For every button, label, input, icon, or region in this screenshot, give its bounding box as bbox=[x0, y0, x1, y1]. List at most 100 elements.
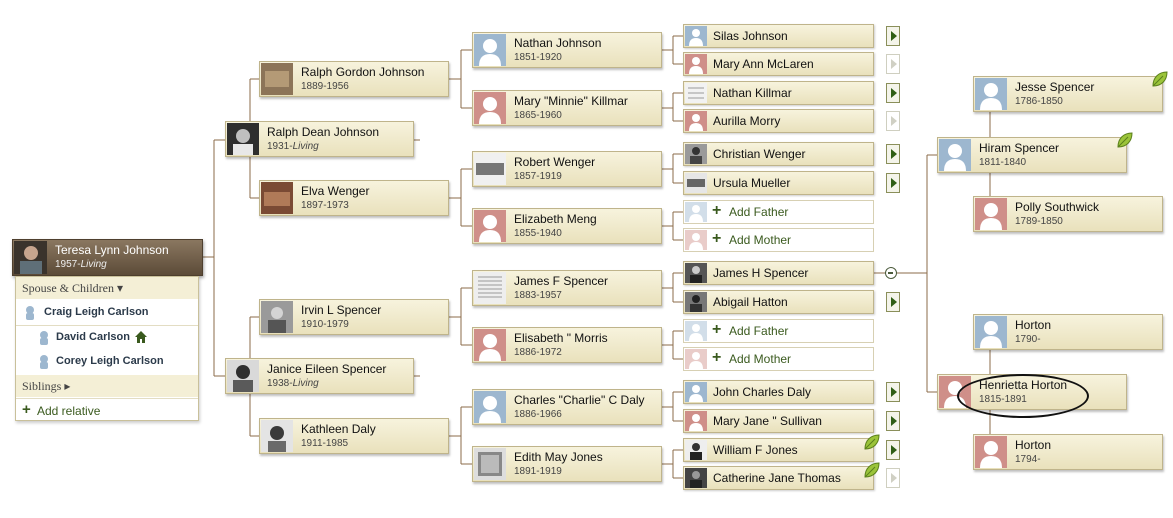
person-dates: 1790- bbox=[1015, 334, 1041, 345]
person-card[interactable]: Ralph Dean Johnson 1931-Living bbox=[225, 121, 414, 157]
person-card[interactable]: Robert Wenger 1857-1919 bbox=[472, 151, 662, 187]
expand-arrow-button[interactable] bbox=[886, 292, 900, 312]
person-card[interactable]: Irvin L Spencer 1910-1979 bbox=[259, 299, 449, 335]
male-silhouette-icon bbox=[38, 354, 50, 369]
person-card[interactable]: Nathan Johnson 1851-1920 bbox=[472, 32, 662, 68]
root-person-card[interactable]: Teresa Lynn Johnson 1957-Living bbox=[12, 239, 203, 276]
person-card[interactable]: Elisabeth " Morris 1886-1972 bbox=[472, 327, 662, 363]
document-thumbnail bbox=[474, 272, 506, 304]
person-name: Mary "Minnie" Killmar bbox=[514, 94, 628, 108]
person-photo bbox=[685, 173, 707, 193]
person-card-small[interactable]: Christian Wenger bbox=[683, 142, 874, 166]
expand-arrow-button[interactable] bbox=[886, 411, 900, 431]
expand-arrow-button[interactable] bbox=[886, 111, 900, 131]
person-card-small[interactable]: Catherine Jane Thomas bbox=[683, 466, 874, 490]
person-card-small[interactable]: Abigail Hatton bbox=[683, 290, 874, 314]
person-name: Polly Southwick bbox=[1015, 200, 1100, 214]
child-row[interactable]: Corey Leigh Carlson bbox=[16, 350, 198, 374]
expand-arrow-button[interactable] bbox=[886, 382, 900, 402]
siblings-toggle[interactable]: Siblings ▸ bbox=[16, 375, 198, 397]
hint-leaf-icon[interactable] bbox=[1115, 130, 1135, 150]
person-card-small[interactable]: Silas Johnson bbox=[683, 24, 874, 48]
person-dates: 1897-1973 bbox=[301, 200, 349, 211]
expand-arrow-button[interactable] bbox=[886, 144, 900, 164]
person-photo bbox=[261, 182, 293, 214]
plus-icon: + bbox=[712, 321, 722, 338]
expand-arrow-button[interactable] bbox=[886, 440, 900, 460]
add-father-button[interactable]: + Add Father bbox=[683, 319, 874, 343]
plus-icon: + bbox=[712, 349, 722, 366]
person-card-small[interactable]: John Charles Daly bbox=[683, 380, 874, 404]
person-card[interactable]: Kathleen Daly 1911-1985 bbox=[259, 418, 449, 454]
person-name: John Charles Daly bbox=[713, 385, 812, 399]
person-name: James H Spencer bbox=[713, 266, 809, 280]
person-card[interactable]: Henrietta Horton 1815-1891 bbox=[937, 374, 1127, 410]
hint-leaf-icon[interactable] bbox=[862, 432, 882, 452]
add-relative-button[interactable]: + Add relative bbox=[16, 401, 198, 421]
family-panel: Spouse & Children ▾ Craig Leigh Carlson … bbox=[15, 276, 199, 421]
person-dates: 1851-1920 bbox=[514, 52, 562, 63]
add-relative-label: Add relative bbox=[37, 404, 101, 418]
person-card-small[interactable]: Mary Ann McLaren bbox=[683, 52, 874, 76]
person-photo bbox=[685, 440, 707, 460]
female-silhouette-icon bbox=[939, 376, 971, 408]
person-card-small[interactable]: Mary Jane " Sullivan bbox=[683, 409, 874, 433]
person-dates: 1886-1966 bbox=[514, 409, 562, 420]
divider bbox=[16, 325, 198, 326]
person-name: Elisabeth " Morris bbox=[514, 331, 608, 345]
person-card-small[interactable]: William F Jones bbox=[683, 438, 874, 462]
male-silhouette-icon bbox=[474, 34, 506, 66]
hint-leaf-icon[interactable] bbox=[1150, 69, 1170, 89]
person-card[interactable]: Horton 1790- bbox=[973, 314, 1163, 350]
person-card-small[interactable]: Nathan Killmar bbox=[683, 81, 874, 105]
hint-leaf-icon[interactable] bbox=[862, 460, 882, 480]
person-card[interactable]: Charles "Charlie" C Daly 1886-1966 bbox=[472, 389, 662, 425]
person-name: Nathan Killmar bbox=[713, 86, 792, 100]
spouse-row[interactable]: Craig Leigh Carlson bbox=[16, 301, 198, 325]
person-card[interactable]: Edith May Jones 1891-1919 bbox=[472, 446, 662, 482]
person-card[interactable]: Horton 1794- bbox=[973, 434, 1163, 470]
person-card[interactable]: Elva Wenger 1897-1973 bbox=[259, 180, 449, 216]
person-card[interactable]: Jesse Spencer 1786-1850 bbox=[973, 76, 1163, 112]
person-card[interactable]: James F Spencer 1883-1957 bbox=[472, 270, 662, 306]
person-card[interactable]: Hiram Spencer 1811-1840 bbox=[937, 137, 1127, 173]
child-row[interactable]: David Carlson bbox=[16, 326, 198, 350]
expand-arrow-button[interactable] bbox=[886, 26, 900, 46]
female-silhouette-icon bbox=[474, 329, 506, 361]
person-name: William F Jones bbox=[713, 443, 798, 457]
person-name: Silas Johnson bbox=[713, 29, 788, 43]
female-silhouette-icon bbox=[685, 411, 707, 431]
add-father-label: Add Father bbox=[729, 205, 789, 219]
person-name: Jesse Spencer bbox=[1015, 80, 1095, 94]
female-silhouette-icon bbox=[685, 230, 707, 250]
collapse-branch-button[interactable] bbox=[885, 267, 897, 279]
expand-arrow-button[interactable] bbox=[886, 54, 900, 74]
person-card-small[interactable]: Ursula Mueller bbox=[683, 171, 874, 195]
person-card[interactable]: Mary "Minnie" Killmar 1865-1960 bbox=[472, 90, 662, 126]
person-card-small[interactable]: James H Spencer bbox=[683, 261, 874, 285]
expand-arrow-button[interactable] bbox=[886, 83, 900, 103]
add-father-button[interactable]: + Add Father bbox=[683, 200, 874, 224]
person-card[interactable]: Elizabeth Meng 1855-1940 bbox=[472, 208, 662, 244]
expand-arrow-button[interactable] bbox=[886, 173, 900, 193]
plus-icon: + bbox=[712, 202, 722, 219]
person-name: Catherine Jane Thomas bbox=[713, 471, 841, 485]
expand-arrow-button[interactable] bbox=[886, 468, 900, 488]
person-name: Mary Ann McLaren bbox=[713, 57, 814, 71]
spouse-children-toggle[interactable]: Spouse & Children ▾ bbox=[16, 277, 198, 299]
person-card[interactable]: Ralph Gordon Johnson 1889-1956 bbox=[259, 61, 449, 97]
add-mother-button[interactable]: + Add Mother bbox=[683, 347, 874, 371]
person-dates: 1786-1850 bbox=[1015, 96, 1063, 107]
person-name: Charles "Charlie" C Daly bbox=[514, 393, 645, 407]
person-card[interactable]: Polly Southwick 1789-1850 bbox=[973, 196, 1163, 232]
person-dates: 1811-1840 bbox=[979, 157, 1027, 168]
person-card[interactable]: Janice Eileen Spencer 1938-Living bbox=[225, 358, 414, 394]
person-dates: 1789-1850 bbox=[1015, 216, 1063, 227]
add-mother-button[interactable]: + Add Mother bbox=[683, 228, 874, 252]
person-dates: 1911-1985 bbox=[301, 438, 349, 449]
male-silhouette-icon bbox=[474, 391, 506, 423]
person-name: Hiram Spencer bbox=[979, 141, 1060, 155]
person-card-small[interactable]: Aurilla Morry bbox=[683, 109, 874, 133]
document-thumbnail bbox=[474, 448, 506, 480]
